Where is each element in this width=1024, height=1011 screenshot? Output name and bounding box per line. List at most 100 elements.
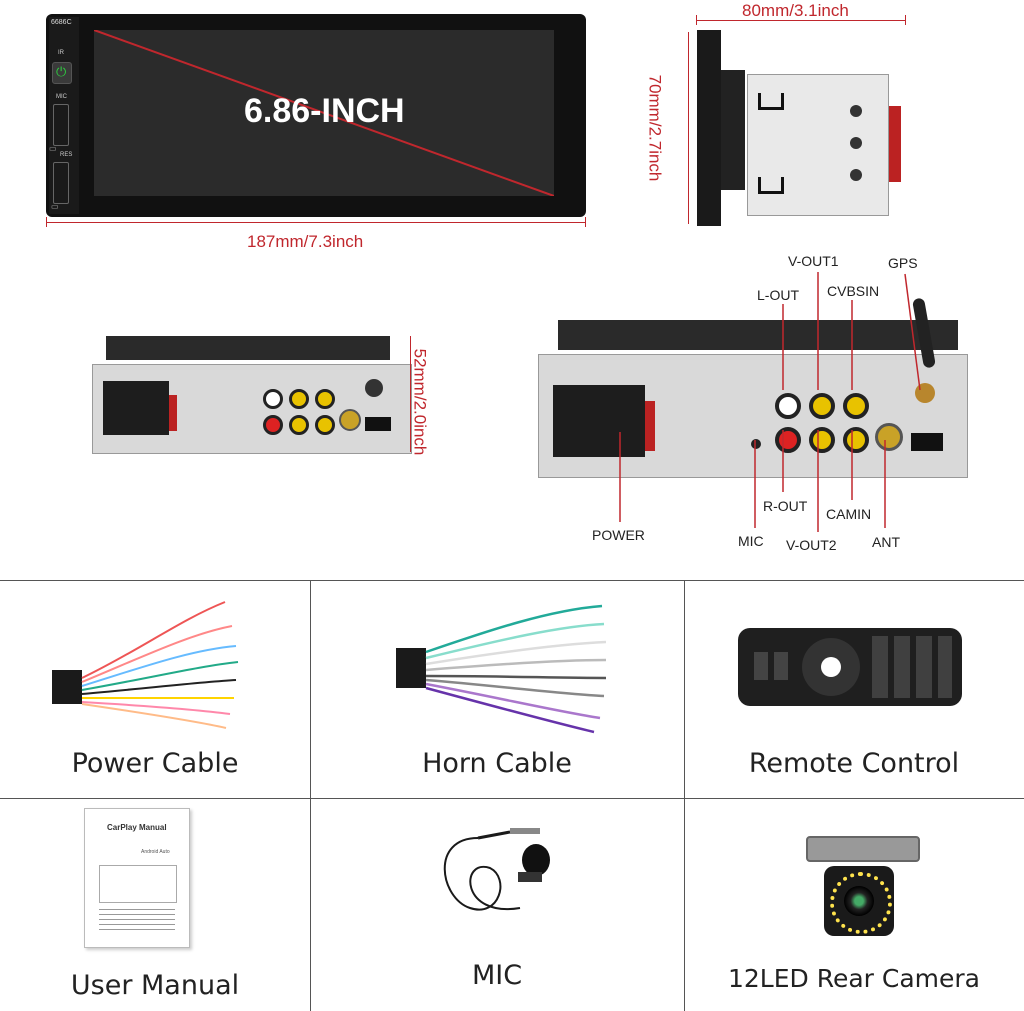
label-mic: MIC xyxy=(738,533,764,549)
rear-view-large xyxy=(538,297,968,480)
rca-l-large xyxy=(775,393,801,419)
iso-connector-large xyxy=(553,385,645,457)
accessory-remote-control: Remote Control xyxy=(684,580,1024,798)
chassis-hole-2 xyxy=(850,137,862,149)
usb-port-2[interactable] xyxy=(53,162,69,204)
res-label: RES xyxy=(60,152,73,158)
display-screen: 6.86-INCH xyxy=(94,30,554,196)
power-icon: ⏻ xyxy=(56,64,67,79)
gps-port-large xyxy=(915,383,935,403)
rear-large-top xyxy=(558,320,958,350)
depth-dim-tick-right xyxy=(905,15,906,25)
rca-cvbs xyxy=(315,389,335,409)
remote-left-keys xyxy=(754,652,794,680)
width-dim-tick-right xyxy=(585,217,586,227)
side-connector xyxy=(889,106,901,182)
accessory-label-rear-camera: 12LED Rear Camera xyxy=(727,964,980,993)
manual-illustration xyxy=(99,865,177,903)
rear-large-plate xyxy=(538,354,968,478)
rear-small-top xyxy=(106,336,390,360)
usb-port-1[interactable] xyxy=(53,104,69,146)
iso-fuse xyxy=(169,395,177,431)
mic-label: MIC xyxy=(56,94,67,100)
side-faceplate xyxy=(697,30,721,226)
power-cable-illustration xyxy=(52,601,239,729)
width-dimension-line xyxy=(46,222,586,223)
label-l-out: L-OUT xyxy=(757,287,799,303)
chassis-hole-3 xyxy=(850,169,862,181)
camera-body xyxy=(824,866,894,936)
accessory-grid: Power Cable Horn Cable xyxy=(0,580,1024,1011)
camera-lens xyxy=(844,886,874,916)
model-label: 6686C xyxy=(51,19,72,26)
chassis-hole-1 xyxy=(850,105,862,117)
accessory-label-horn-cable: Horn Cable xyxy=(422,748,572,779)
camera-icon: ▭ xyxy=(51,202,59,211)
rca-cvbs-large xyxy=(843,393,869,419)
accessory-label-mic: MIC xyxy=(471,960,523,991)
remote-dpad xyxy=(802,638,860,696)
manual-text-lines xyxy=(99,909,175,933)
accessory-horn-cable: Horn Cable xyxy=(310,580,684,798)
power-button[interactable]: ⏻ xyxy=(52,62,72,84)
rear-view-small xyxy=(92,336,412,454)
manual-booklet: CarPlay Manual Android Auto xyxy=(84,808,190,948)
label-r-out: R-OUT xyxy=(763,498,808,514)
control-strip xyxy=(49,17,79,214)
rca-r xyxy=(263,415,283,435)
mic-illustration xyxy=(443,828,550,911)
camera-bracket xyxy=(806,836,920,862)
rca-l xyxy=(263,389,283,409)
camera-led-ring xyxy=(830,872,892,934)
rca-cam-large xyxy=(843,427,869,453)
depth-dimension-line xyxy=(696,20,906,21)
label-gps: GPS xyxy=(888,255,918,271)
accessory-label-user-manual: User Manual xyxy=(70,970,240,1001)
gps-port xyxy=(365,379,383,397)
rca-r-large xyxy=(775,427,801,453)
depth-dim-tick-left xyxy=(696,15,697,25)
accessory-label-power-cable: Power Cable xyxy=(71,748,239,779)
label-ant: ANT xyxy=(872,534,900,550)
ir-label: IR xyxy=(58,50,64,56)
depth-dimension-label: 80mm/3.1inch xyxy=(742,1,849,20)
rca-v2 xyxy=(289,415,309,435)
accessory-label-remote-control: Remote Control xyxy=(748,748,960,779)
label-power: POWER xyxy=(592,527,645,543)
manual-android-auto: Android Auto xyxy=(141,849,170,855)
rear-height-dimension-line xyxy=(410,336,411,452)
rca-v1-large xyxy=(809,393,835,419)
label-v-out1: V-OUT1 xyxy=(788,253,839,269)
chassis-clip-2 xyxy=(758,177,784,194)
horn-cable-illustration xyxy=(396,604,607,734)
remote-keypad xyxy=(872,636,952,698)
ant-port xyxy=(339,409,361,431)
iso-fuse-large xyxy=(645,401,655,451)
manual-title: CarPlay Manual xyxy=(107,823,167,832)
chassis-clip-1 xyxy=(758,93,784,110)
grid-mid-line xyxy=(0,798,1024,799)
ant-port-large xyxy=(875,423,903,451)
rca-v1 xyxy=(289,389,309,409)
remote-ok-button xyxy=(821,657,841,677)
side-chassis xyxy=(747,74,889,216)
grid-col-line-2 xyxy=(684,580,685,1011)
height-dimension-label: 70mm/2.7inch xyxy=(645,74,665,182)
label-v-out2: V-OUT2 xyxy=(786,537,837,553)
iso-connector xyxy=(103,381,169,435)
accessory-rear-camera: 12LED Rear Camera xyxy=(684,798,1024,1011)
battery-icon: ▭ xyxy=(49,144,57,153)
width-dim-tick-left xyxy=(46,217,47,227)
rear-height-dimension-label: 52mm/2.0inch xyxy=(410,348,430,456)
side-bezel xyxy=(721,70,745,190)
rca-cam xyxy=(315,415,335,435)
rear-small-plate xyxy=(92,364,412,454)
side-view-unit xyxy=(697,30,907,226)
screen-size-label: 6.86-INCH xyxy=(244,92,405,130)
usb-rear-large xyxy=(911,433,943,451)
accessory-user-manual: CarPlay Manual Android Auto User Manual xyxy=(0,798,310,1011)
label-cvbsin: CVBSIN xyxy=(827,283,880,299)
head-unit-front: 6686C IR ⏻ MIC ▭ RES ▭ 6.86-INCH xyxy=(46,14,586,217)
grid-top-line xyxy=(0,580,1024,581)
mic-port xyxy=(751,439,761,449)
